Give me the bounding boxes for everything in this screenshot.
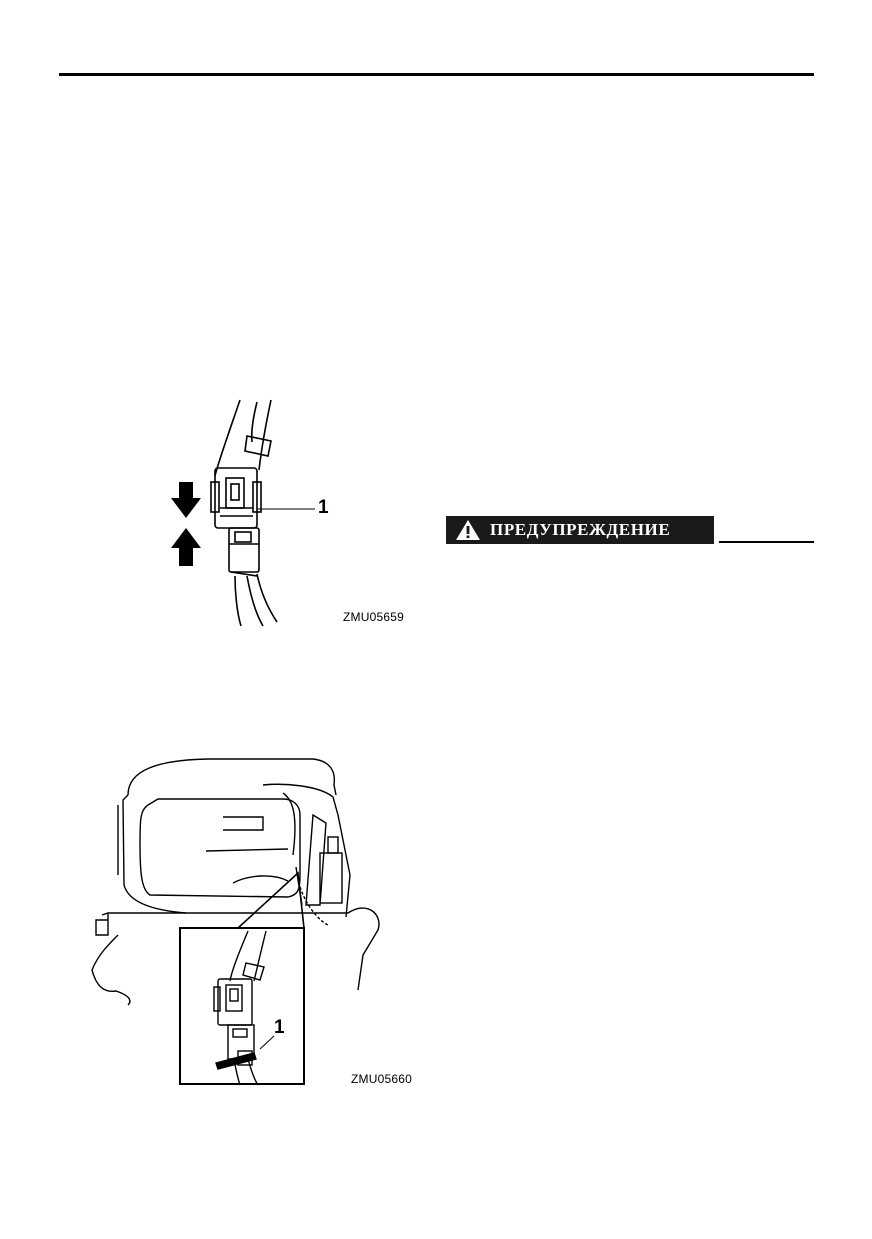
figure-connector: 1 ZMU05659 <box>165 398 415 630</box>
warning-triangle-icon <box>456 520 480 540</box>
warning-underline <box>719 541 814 543</box>
figure-code: ZMU05659 <box>343 610 404 624</box>
warning-label: ПРЕДУПРЕЖДЕНИЕ <box>490 520 671 539</box>
figure-engine: 1 ZMU05660 <box>88 755 418 1090</box>
connector-illustration <box>171 399 315 627</box>
warning-banner: ПРЕДУПРЕЖДЕНИЕ <box>446 516 714 544</box>
figure-code: ZMU05660 <box>351 1072 412 1086</box>
callout-1: 1 <box>318 497 329 518</box>
callout-1: 1 <box>274 1017 285 1038</box>
engine-illustration <box>91 758 380 1086</box>
header-rule <box>59 73 814 76</box>
